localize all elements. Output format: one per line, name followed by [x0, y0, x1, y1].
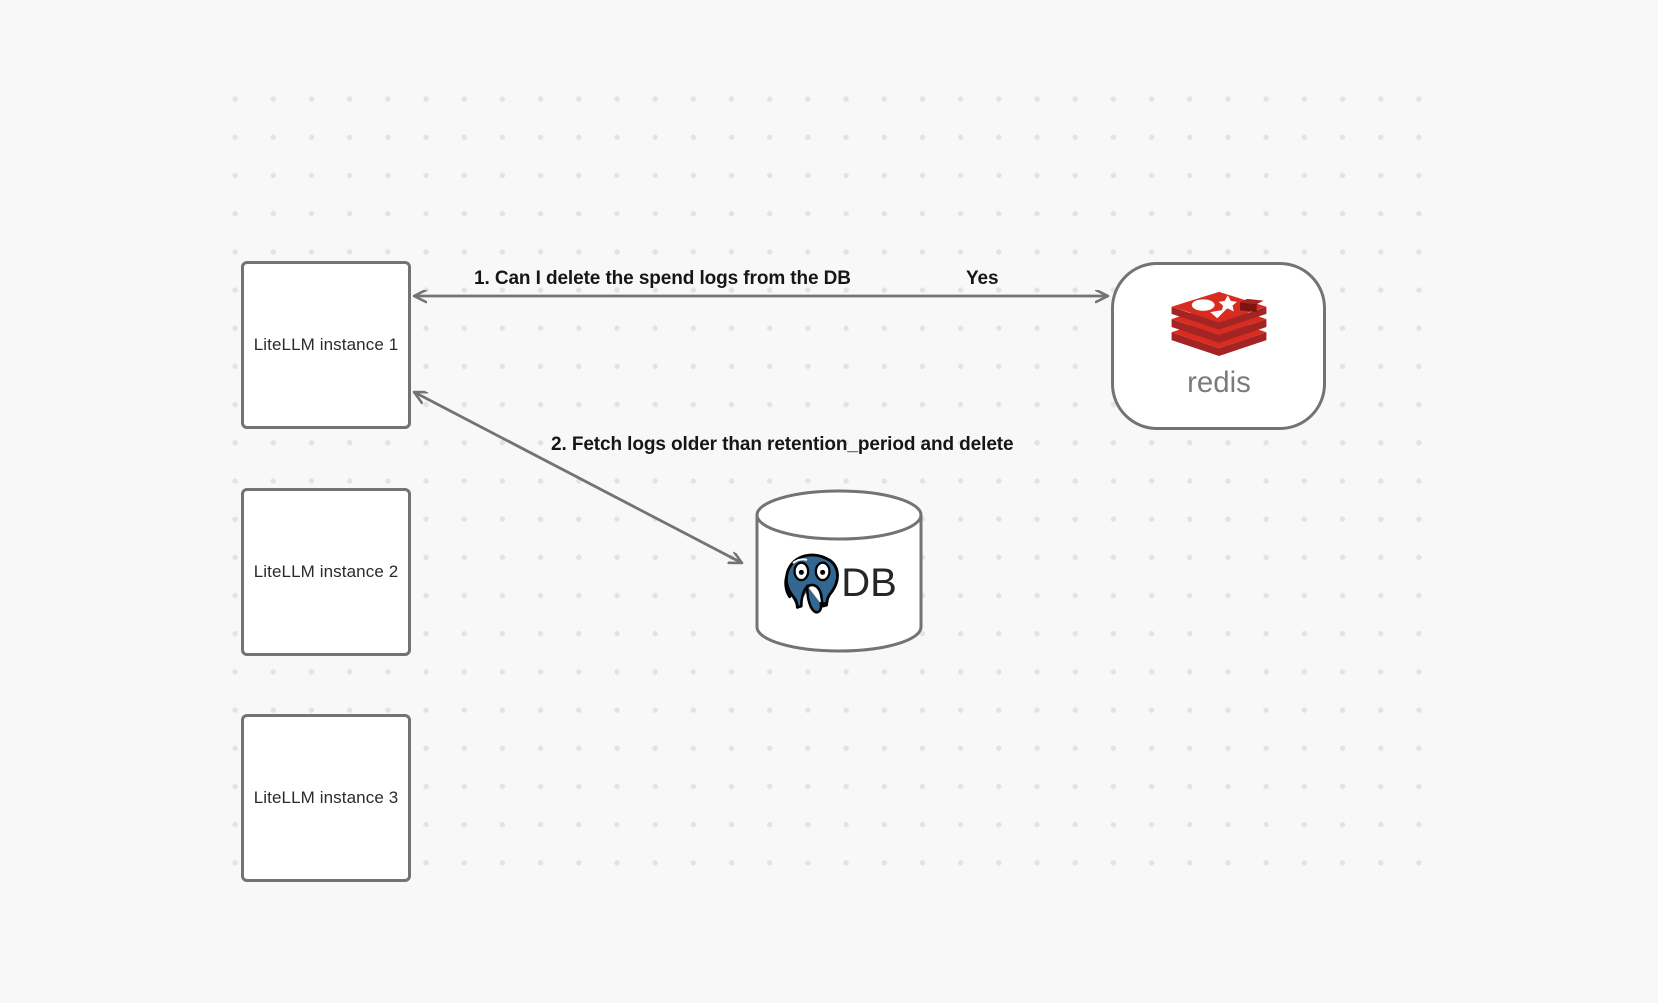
database-label: DB	[841, 561, 897, 605]
database-logo-row: DB	[753, 541, 925, 625]
node-litellm-instance-1[interactable]: LiteLLM instance 1	[241, 261, 411, 429]
database-cylinder-shape	[755, 489, 923, 653]
node-litellm-instance-3[interactable]: LiteLLM instance 3	[241, 714, 411, 882]
svg-text:redis: redis	[1187, 366, 1251, 399]
node-redis[interactable]: redis	[1111, 262, 1326, 430]
edge-line-database	[414, 392, 742, 563]
node-database[interactable]: DB	[753, 489, 925, 653]
postgresql-elephant-icon	[784, 553, 840, 614]
edge-label-redis-request: 1. Can I delete the spend logs from the …	[474, 268, 851, 289]
node-label: LiteLLM instance 1	[253, 335, 399, 354]
redis-logo-icon	[1171, 291, 1266, 356]
redis-wordmark: redis	[1187, 366, 1251, 399]
node-litellm-instance-2[interactable]: LiteLLM instance 2	[241, 488, 411, 656]
edge-label-database-action: 2. Fetch logs older than retention_perio…	[551, 434, 1014, 455]
node-label: LiteLLM instance 2	[253, 562, 399, 581]
edge-label-redis-reply: Yes	[966, 268, 999, 289]
node-label: LiteLLM instance 3	[253, 788, 399, 807]
